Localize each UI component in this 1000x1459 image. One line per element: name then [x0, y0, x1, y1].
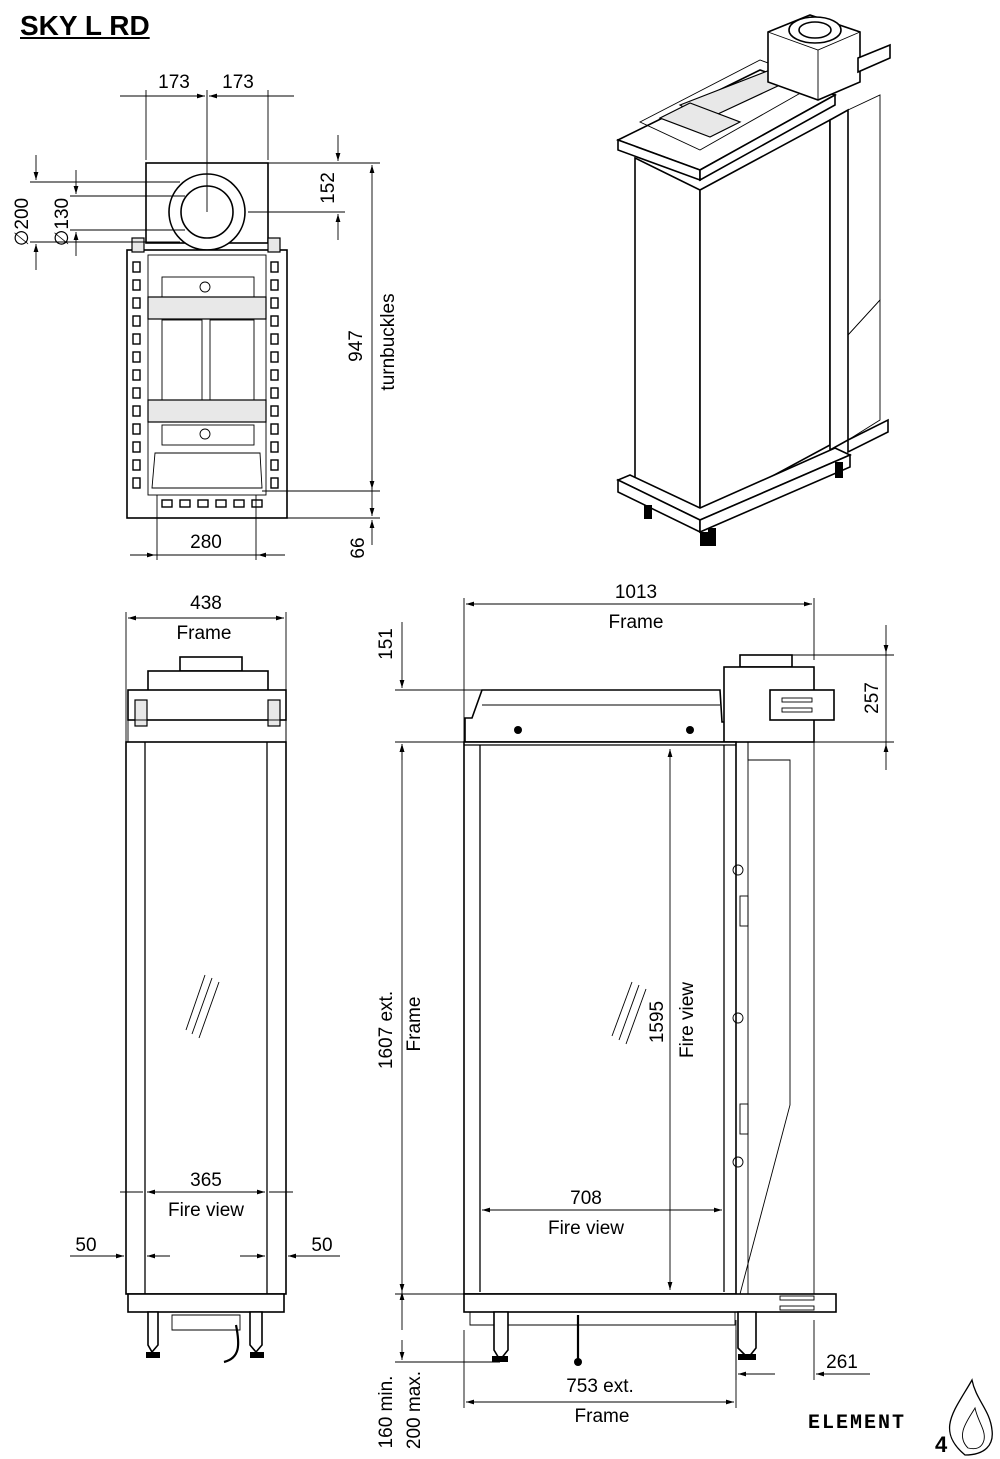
front-view: 438 Frame 365 Fire view 50 50 [70, 593, 340, 1364]
dim-diameter-130: ∅130 [52, 198, 73, 246]
dim-1607: 1607 ext. [376, 991, 397, 1069]
dim-diameter-200: ∅200 [12, 198, 33, 246]
label-fire-view-side-horizontal: Fire view [548, 1218, 624, 1239]
dim-257: 257 [862, 682, 883, 714]
label-frame-front: Frame [177, 623, 232, 644]
dim-947: 947 [346, 330, 367, 362]
top-view: 173 173 152 ∅200 ∅130 947 turnbuckles [12, 72, 399, 560]
dim-280: 280 [190, 532, 222, 553]
flame-icon [948, 1378, 993, 1456]
dim-753: 753 ext. [566, 1376, 634, 1397]
glass-mark [185, 974, 206, 1031]
top-view-body [126, 249, 288, 519]
dim-50-right: 50 [311, 1235, 332, 1256]
dim-708: 708 [570, 1188, 602, 1209]
label-frame-side-left: Frame [404, 997, 425, 1052]
side-view: 1013 Frame 151 257 1607 ext. Frame 1595 … [376, 582, 894, 1449]
dim-261: 261 [826, 1352, 858, 1373]
dim-66: 66 [348, 537, 369, 558]
label-fire-view-front: Fire view [168, 1200, 244, 1221]
dim-173-right: 173 [222, 72, 254, 93]
logo-text: ELEMENT [808, 1412, 906, 1435]
dim-365: 365 [190, 1170, 222, 1191]
dim-1013: 1013 [615, 582, 657, 603]
drawing-title: SKY L RD [20, 10, 150, 41]
side-body-frame [463, 741, 737, 1295]
dim-1595: 1595 [647, 1001, 668, 1043]
element4-logo: ELEMENT 4 [808, 1378, 993, 1457]
label-frame-side-top: Frame [609, 612, 664, 633]
dim-152: 152 [318, 172, 339, 204]
dim-50-left: 50 [75, 1235, 96, 1256]
label-frame-side-bottom: Frame [575, 1406, 630, 1427]
dim-200-max: 200 max. [404, 1371, 425, 1449]
dim-173-left: 173 [158, 72, 190, 93]
dim-151: 151 [376, 628, 397, 660]
dim-160-min: 160 min. [376, 1376, 397, 1449]
dim-438: 438 [190, 593, 222, 614]
glass-mark-side [611, 981, 633, 1037]
isometric-view [615, 14, 891, 546]
label-turnbuckles: turnbuckles [378, 293, 399, 390]
label-fire-view-side-vertical: Fire view [677, 982, 698, 1058]
logo-number: 4 [935, 1432, 948, 1457]
